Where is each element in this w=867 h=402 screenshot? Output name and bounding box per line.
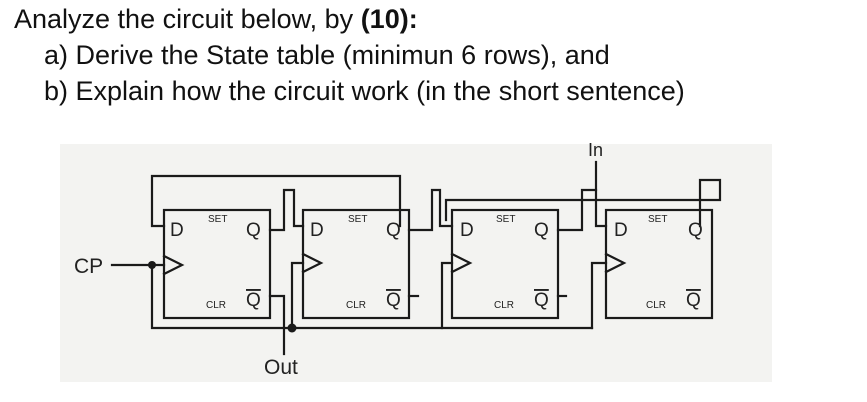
input-label: In (588, 140, 603, 160)
ff4-clr-label: CLR (646, 300, 666, 311)
feedback-ff2-to-ff1 (150, 174, 402, 228)
clock-bus (150, 263, 594, 330)
ff2-set-label: SET (348, 214, 367, 225)
ff4-d-label: D (614, 220, 628, 241)
ff3-q-to-ff4-d (556, 188, 608, 232)
feedback-ff4-to-ff3 (444, 178, 722, 228)
output-wire (268, 294, 286, 356)
ff1-q-label: Q (246, 220, 261, 241)
ff1-d-label: D (170, 220, 184, 241)
ff3-q-label: Q (534, 220, 549, 241)
ff2-clr-label: CLR (346, 300, 366, 311)
ff1-q-to-ff2-d (268, 188, 305, 232)
ff1-clr-label: CLR (206, 300, 226, 311)
clock-to-ff2 (290, 261, 305, 330)
ff2-clock-triangle (301, 252, 324, 274)
question-title: Analyze the circuit below, by (10): (14, 2, 418, 36)
ff1-set-label: SET (208, 214, 227, 225)
ff3-clock-triangle (450, 252, 473, 274)
clock-junction-dot (148, 261, 156, 269)
ff2-q-label: Q (386, 220, 401, 241)
circuit-diagram: CP In Out D SET Q CLR Q D SET Q CLR Q D … (60, 140, 772, 382)
clock-to-ff3 (440, 261, 454, 330)
ff4-clock-triangle (604, 252, 627, 274)
ff2-d-label: D (310, 220, 324, 241)
ff1-qbar-label: Q (246, 290, 261, 311)
ff4-q-label: Q (688, 220, 703, 241)
ff4-set-label: SET (648, 214, 667, 225)
clock-label: CP (74, 255, 103, 278)
ff3-d-label: D (460, 220, 474, 241)
question-points: (10): (360, 4, 418, 34)
question-prefix: Analyze the circuit below, by (14, 4, 361, 34)
clock-to-ff4 (590, 261, 608, 330)
ff3-clr-label: CLR (494, 300, 514, 311)
output-junction-dot (287, 323, 297, 333)
circuit-paper (60, 144, 772, 382)
ff3-qbar-label: Q (534, 290, 549, 311)
ff2-q-to-ff3-d (407, 188, 454, 232)
ff1-clock-triangle (162, 254, 185, 276)
question-part-b: b) Explain how the circuit work (in the … (44, 76, 685, 106)
ff4-qbar-label: Q (686, 290, 701, 311)
output-label: Out (264, 356, 298, 379)
ff2-qbar-label: Q (386, 290, 401, 311)
ff3-set-label: SET (496, 214, 515, 225)
question-part-a: a) Derive the State table (minimun 6 row… (44, 40, 610, 70)
